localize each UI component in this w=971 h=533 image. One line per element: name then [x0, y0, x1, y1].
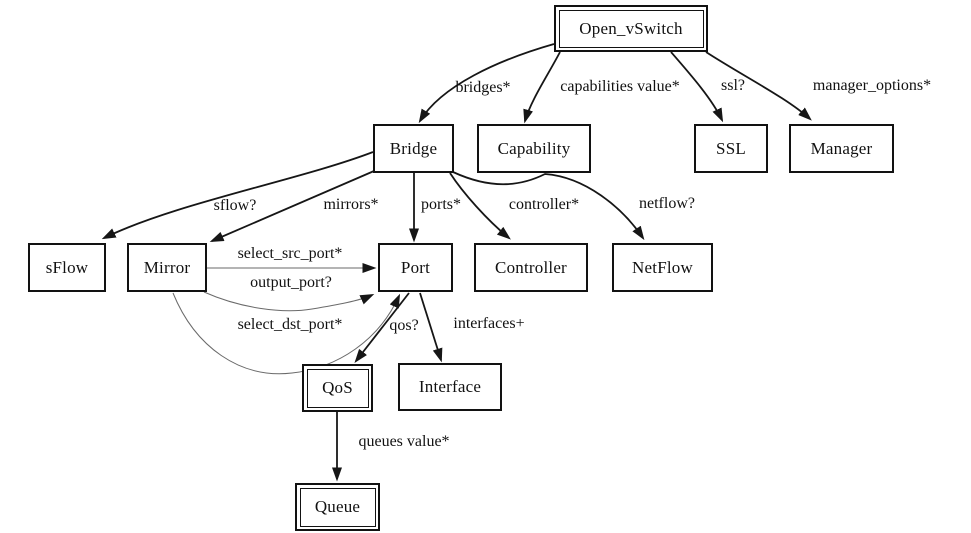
node-qos: QoS [302, 364, 373, 412]
edge-label-queues: queues value* [358, 433, 450, 450]
node-capability: Capability [477, 124, 591, 173]
edge-label-bridges: bridges* [455, 79, 511, 96]
edge-interfaces [419, 292, 443, 363]
edge-label-select-src-port: select_src_port* [237, 245, 343, 262]
edge-manager-options [705, 51, 812, 121]
edge-qos [354, 292, 410, 363]
node-open-vswitch: Open_vSwitch [554, 5, 708, 52]
node-interface: Interface [398, 363, 502, 411]
node-netflow: NetFlow [612, 243, 713, 292]
node-label-capability: Capability [497, 138, 571, 158]
edge-label-select-dst-port: select_dst_port* [237, 316, 343, 333]
edge-bridges [418, 43, 555, 124]
node-label-qos: QoS [322, 378, 353, 397]
edge-label-interfaces: interfaces+ [453, 315, 525, 332]
node-bridge: Bridge [373, 124, 454, 173]
edge-label-ssl: ssl? [721, 77, 745, 94]
node-label-netflow: NetFlow [632, 257, 693, 277]
edge-output-port [203, 291, 375, 312]
edge-label-manager-options: manager_options* [812, 77, 932, 94]
edge-mirrors [209, 170, 375, 242]
node-label-mirror: Mirror [143, 257, 191, 277]
node-label-port: Port [400, 257, 431, 277]
edge-ssl [670, 51, 724, 123]
node-queue: Queue [295, 483, 380, 531]
edge-netflow [452, 171, 645, 241]
node-sflow: sFlow [28, 243, 106, 292]
edge-label-controller: controller* [508, 196, 580, 213]
node-manager: Manager [789, 124, 894, 173]
node-label-sflow: sFlow [45, 257, 89, 277]
edge-sflow [101, 151, 374, 240]
node-port: Port [378, 243, 453, 292]
node-label-interface: Interface [418, 377, 482, 396]
node-label-bridge: Bridge [389, 138, 438, 158]
edge-select-dst-port [172, 292, 401, 375]
edge-capabilities [523, 51, 561, 124]
node-label-controller: Controller [495, 257, 567, 277]
node-label-open-vswitch: Open_vSwitch [579, 18, 683, 38]
node-controller: Controller [474, 243, 588, 292]
edge-label-ports: ports* [421, 196, 461, 213]
node-label-ssl: SSL [716, 138, 746, 158]
node-ssl: SSL [694, 124, 768, 173]
node-label-queue: Queue [314, 497, 361, 516]
node-mirror: Mirror [127, 243, 207, 292]
edge-label-qos: qos? [389, 317, 419, 334]
edge-label-mirrors: mirrors* [323, 196, 379, 213]
edge-label-sflow: sflow? [213, 197, 257, 214]
edge-controller [449, 172, 511, 240]
edge-label-capabilities: capabilities value* [560, 78, 680, 95]
node-label-manager: Manager [810, 138, 873, 158]
edge-label-output-port: output_port? [250, 274, 332, 291]
edge-label-netflow: netflow? [639, 195, 695, 212]
